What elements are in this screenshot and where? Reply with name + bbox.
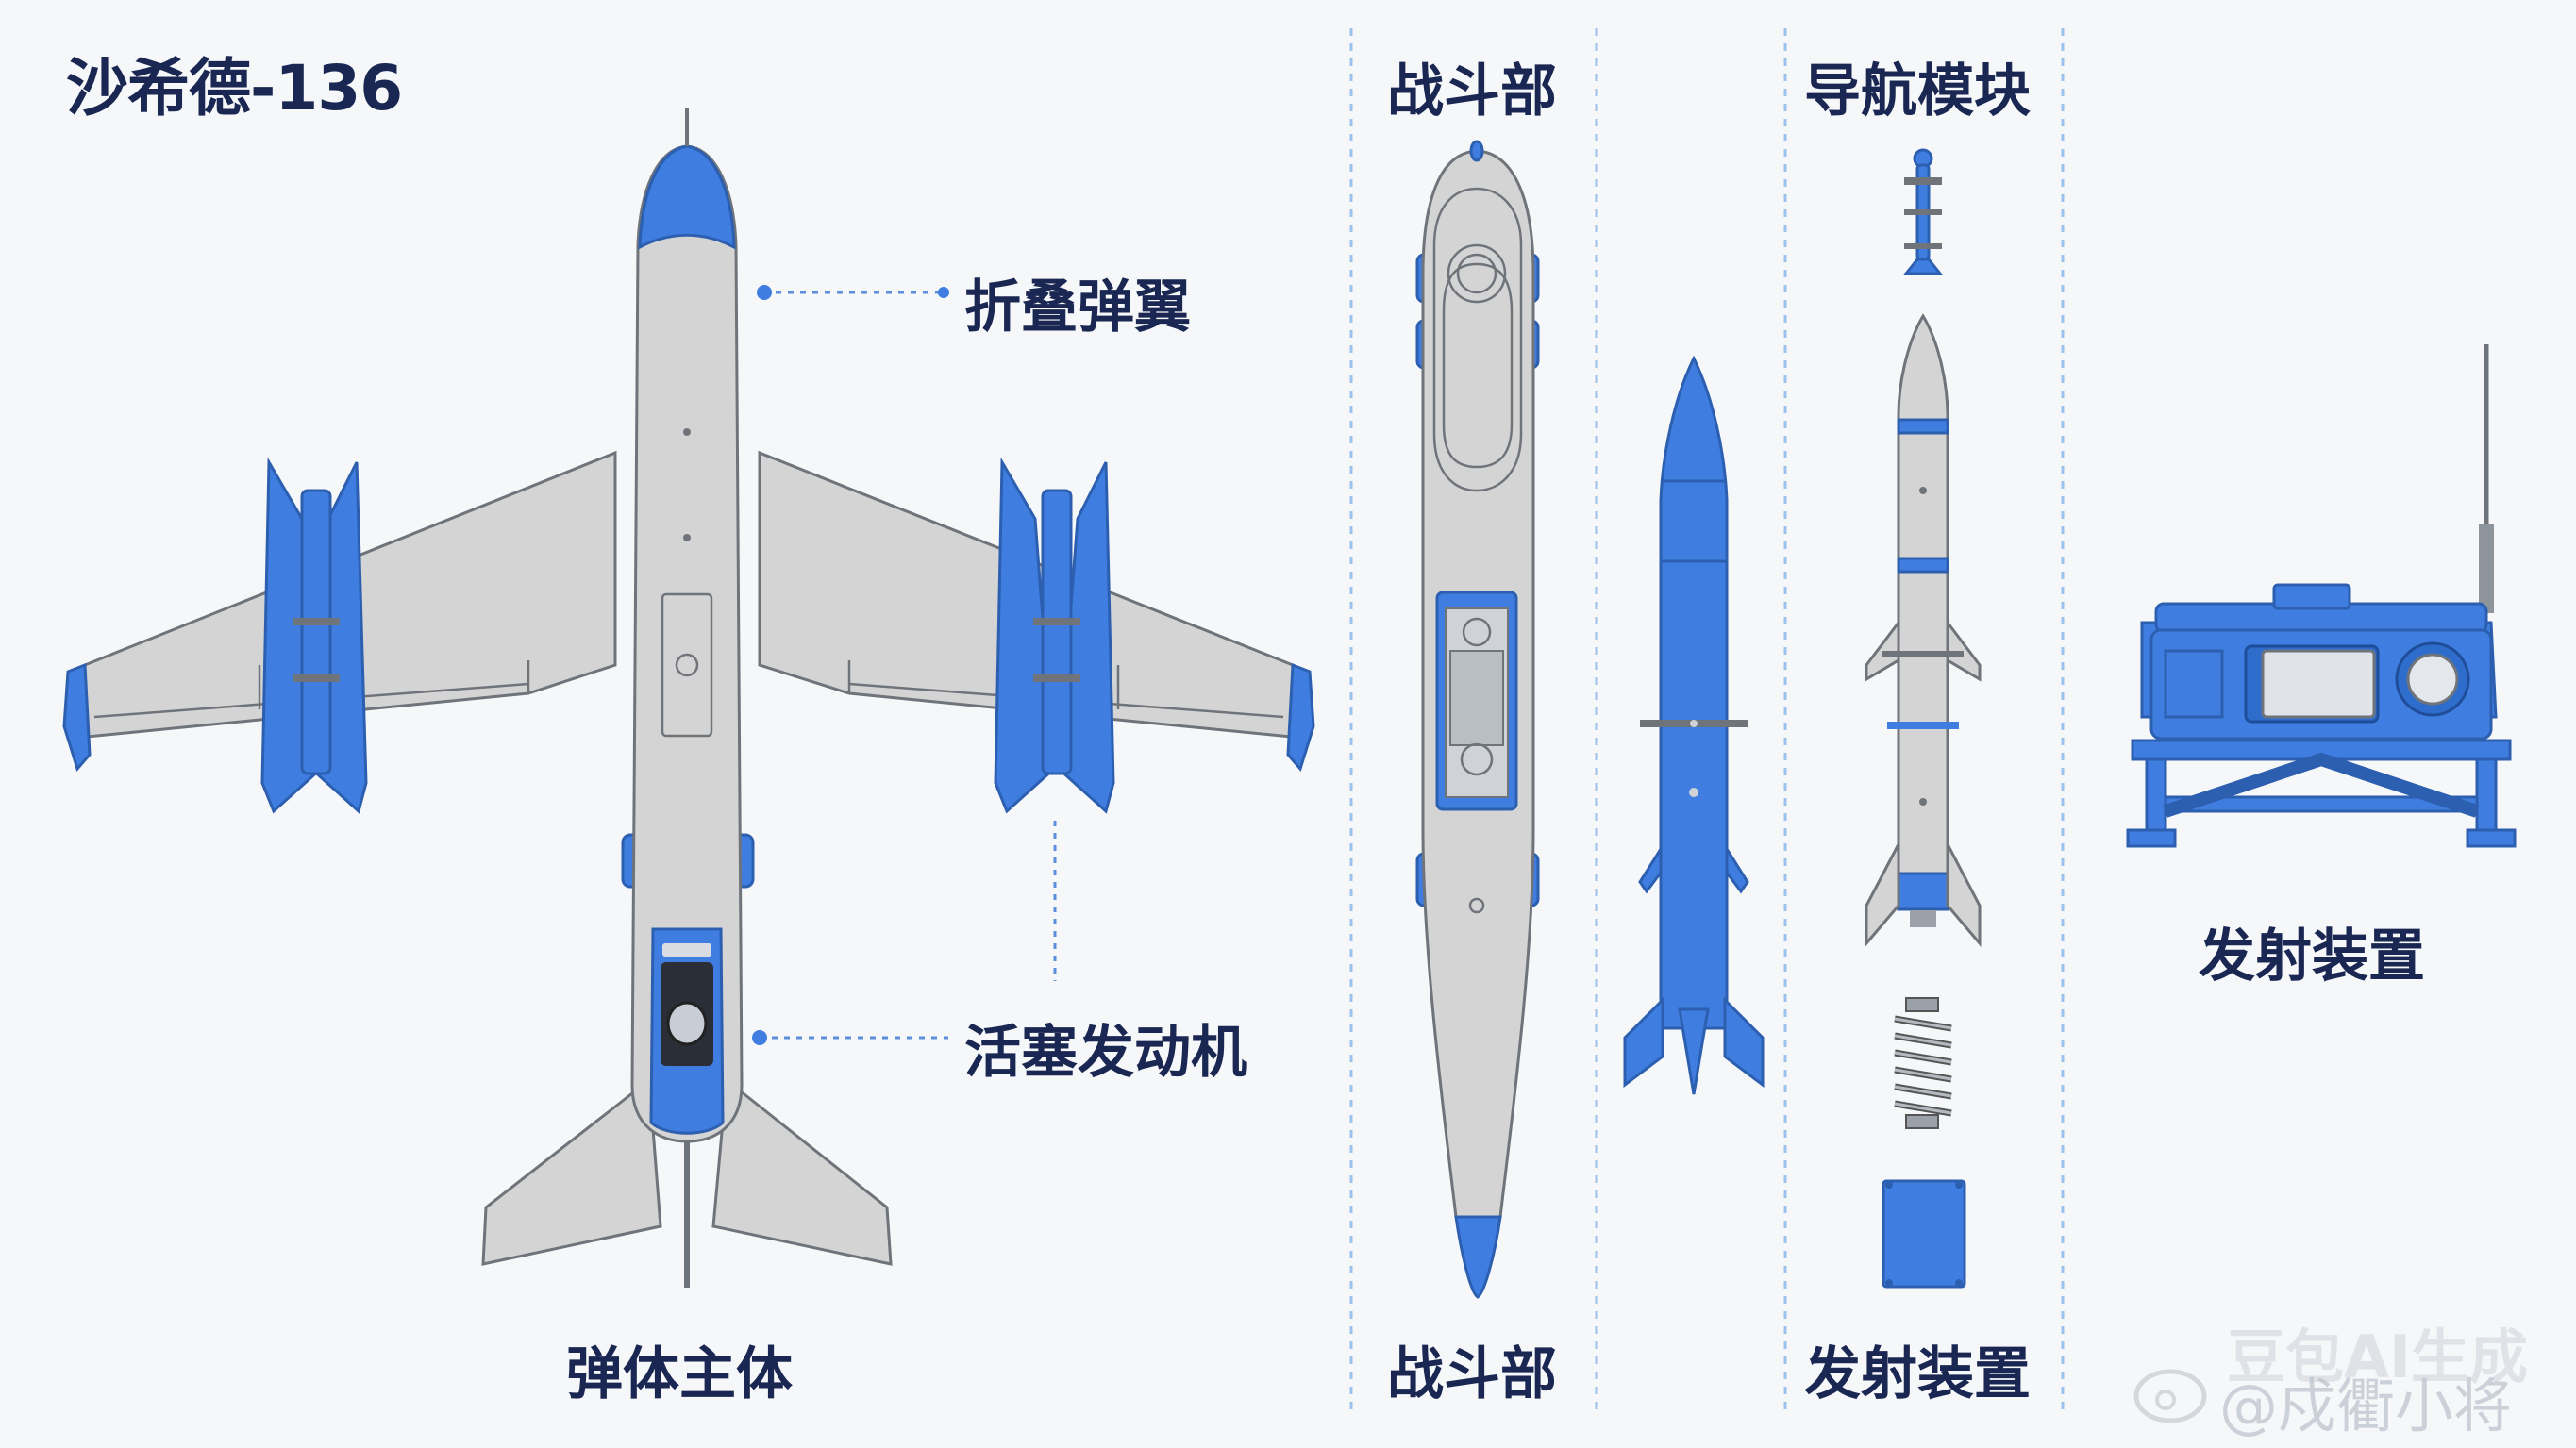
left-wingtip: [64, 665, 90, 769]
launcher-device-illustration: [2128, 344, 2515, 846]
watermark-author: @戍衢小将: [2219, 1358, 2512, 1443]
label-folding-wings: 折叠弹翼: [964, 261, 1191, 343]
spring-component: [1895, 998, 1951, 1128]
nose-cone: [640, 146, 734, 247]
left-fin-body: [302, 491, 330, 774]
label-warhead-bottom: 战斗部: [1387, 1328, 1557, 1410]
label-launcher-bottom: 发射装置: [1804, 1328, 2031, 1410]
left-tail-wing: [483, 1080, 661, 1264]
blue-missile-body: [1661, 358, 1727, 1028]
label-warhead-top: 战斗部: [1387, 45, 1557, 127]
right-wingtip: [1288, 665, 1313, 769]
label-nav-module: 导航模块: [1804, 45, 2031, 127]
warhead-illustration: [1417, 141, 1538, 1297]
label-main-body: 弹体主体: [566, 1328, 793, 1410]
blue-missile-illustration: [1625, 358, 1763, 1094]
page-title: 沙希德-136: [66, 38, 402, 128]
launcher-box: [1883, 1181, 1965, 1287]
nav-module-illustration: [1866, 150, 1980, 1287]
right-tail-wing: [713, 1080, 891, 1264]
label-piston-engine: 活塞发动机: [964, 1007, 1247, 1089]
right-fin-body: [1043, 491, 1071, 774]
nav-missile-body: [1899, 316, 1948, 896]
label-launcher-right: 发射装置: [2199, 910, 2425, 992]
watermark-logo: [2136, 1372, 2204, 1421]
